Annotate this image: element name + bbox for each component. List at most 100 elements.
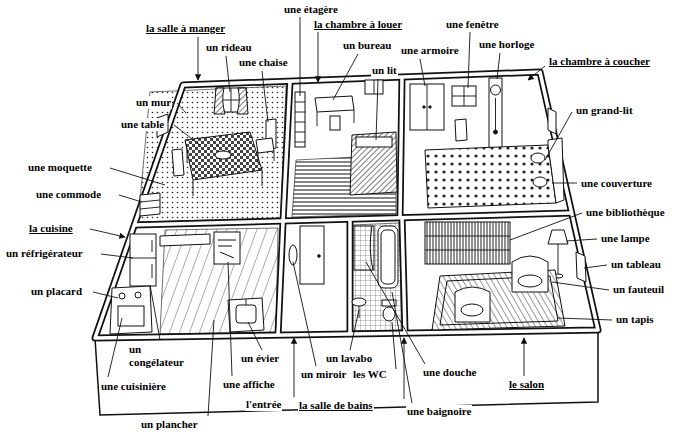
room-label: la cuisine	[28, 222, 74, 235]
part-label: un miroir	[300, 368, 347, 381]
leader-lines	[524, 338, 525, 376]
living-room-furniture	[425, 222, 586, 330]
part-label: un mur	[135, 96, 172, 109]
leader-lines	[262, 71, 268, 122]
living-room-furniture	[576, 252, 586, 282]
leader-lines	[584, 265, 607, 268]
kitchen-furniture	[110, 232, 264, 334]
rented-room-furniture	[350, 132, 397, 195]
rented-room-furniture	[354, 110, 355, 123]
dining-furniture	[262, 170, 263, 186]
walls	[278, 222, 283, 335]
part-label: les WC	[352, 368, 388, 381]
dining-furniture	[185, 132, 262, 180]
leader-lines	[404, 338, 405, 399]
leader-lines	[468, 32, 470, 88]
kitchen-furniture	[246, 299, 247, 305]
dining-furniture	[140, 200, 160, 202]
hall-and-bathroom-furniture	[370, 226, 373, 270]
room-label: le salon	[508, 378, 545, 391]
leader-lines	[90, 229, 125, 237]
hall-and-bathroom-furniture	[318, 255, 321, 258]
leader-lines	[552, 183, 577, 184]
part-label: un grand-lit	[575, 104, 634, 117]
part-label: une table	[120, 118, 165, 131]
room-label: la chambre à louer	[313, 18, 403, 31]
walls	[400, 77, 402, 217]
leader-lines	[300, 17, 301, 96]
rented-room-furniture	[295, 92, 305, 147]
part-label: une lampe	[600, 232, 651, 245]
rented-room-furniture	[295, 102, 305, 103]
walls	[348, 220, 352, 333]
leader-lines	[208, 320, 214, 416]
leader-lines	[333, 54, 358, 100]
bedroom-furniture	[533, 177, 547, 187]
leader-lines	[552, 282, 609, 290]
leader-lines	[294, 338, 295, 397]
rented-room-furniture	[295, 122, 305, 123]
leader-lines	[350, 310, 359, 350]
bedroom-furniture	[531, 153, 545, 163]
walls	[95, 72, 598, 338]
kitchen-furniture	[214, 232, 240, 264]
living-room-furniture	[461, 304, 483, 316]
leader-lines	[177, 103, 186, 113]
part-label: un placard	[30, 285, 83, 298]
part-label: un rideau	[205, 41, 253, 54]
leader-lines	[545, 112, 572, 160]
bedroom-furniture	[452, 86, 476, 106]
bedroom-furniture	[491, 85, 501, 95]
living-room-furniture	[558, 244, 559, 275]
rented-room-furniture	[295, 142, 305, 143]
walls	[95, 72, 598, 338]
part-label: un plancher	[140, 418, 199, 431]
living-room-furniture	[548, 230, 568, 244]
part-label: une douche	[422, 366, 478, 379]
leader-lines	[150, 285, 160, 340]
living-room-furniture	[425, 222, 510, 264]
hall-and-bathroom-furniture	[300, 226, 324, 284]
dining-furniture	[214, 88, 225, 114]
walls	[278, 222, 283, 335]
walls	[283, 81, 290, 222]
leader-lines	[392, 322, 396, 369]
leader-lines	[566, 239, 597, 241]
dining-furniture	[258, 153, 259, 163]
part-label: une armoire	[400, 44, 460, 57]
leader-lines	[226, 56, 230, 92]
rented-room-furniture	[356, 137, 392, 147]
rented-room-furniture	[295, 80, 397, 195]
walls	[95, 72, 598, 338]
living-room-furniture	[425, 236, 510, 237]
dining-furniture	[140, 193, 160, 216]
rented-room-furniture	[330, 116, 340, 130]
kitchen-furniture	[152, 264, 153, 278]
walls	[402, 217, 405, 332]
leader-lines	[101, 254, 133, 258]
walls	[400, 77, 402, 217]
room-label: la salle de bains	[298, 399, 374, 412]
living-room-furniture	[425, 250, 510, 251]
leader-lines	[318, 32, 319, 82]
leader-lines	[198, 37, 199, 80]
kitchen-furniture	[236, 305, 256, 323]
kitchen-furniture	[135, 292, 141, 298]
part-label: un lit	[371, 64, 398, 77]
rented-room-furniture	[315, 96, 354, 112]
bedroom-furniture	[489, 78, 502, 148]
dining-furniture	[274, 151, 275, 161]
dining-furniture	[187, 148, 188, 162]
kitchen-furniture	[228, 298, 264, 332]
leader-lines	[392, 292, 412, 403]
bedroom-furniture	[455, 119, 467, 141]
leader-lines	[497, 53, 500, 79]
part-label: une fenêtre	[445, 18, 500, 31]
dining-furniture	[256, 138, 274, 153]
bedroom-furniture	[452, 96, 476, 97]
living-room-furniture	[512, 256, 548, 292]
part-label: une moquette	[27, 161, 93, 174]
floor-coverings	[352, 223, 402, 331]
leader-lines	[110, 168, 165, 185]
